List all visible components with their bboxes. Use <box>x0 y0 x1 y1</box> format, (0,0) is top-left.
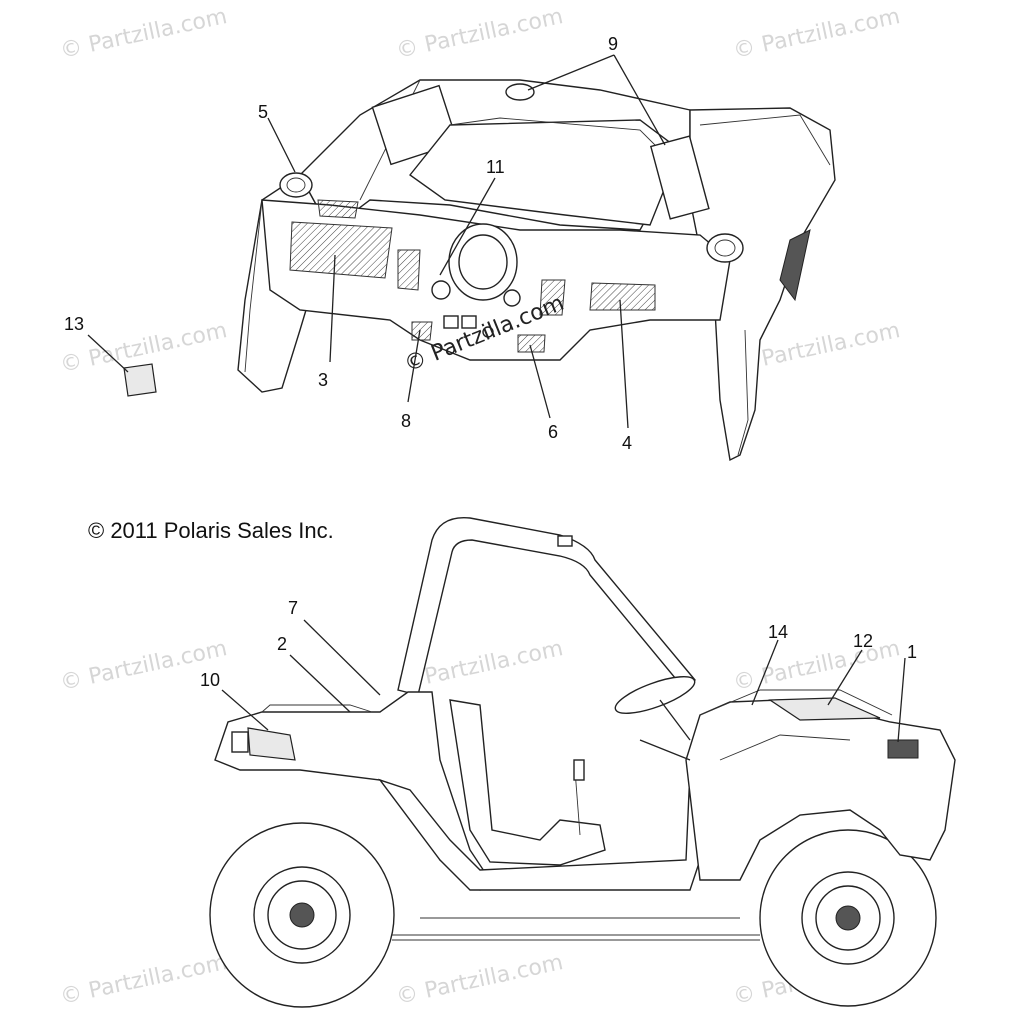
watermark: © Partzilla.com <box>394 4 565 64</box>
callout-6: 6 <box>548 422 558 442</box>
callout-13: 13 <box>64 314 84 334</box>
seat <box>449 699 606 866</box>
decal-13 <box>123 363 157 397</box>
decal-10 <box>247 727 296 761</box>
headlight <box>887 739 919 759</box>
aux-gauge-right <box>503 289 521 307</box>
decal-12 <box>768 697 881 721</box>
hood-recess <box>408 119 681 226</box>
callout-9: 9 <box>608 34 618 54</box>
vehicle-side-view <box>209 516 956 1008</box>
cage-decal <box>557 535 573 547</box>
decal-3-upper <box>317 199 359 219</box>
decal-right-switch <box>539 279 566 316</box>
callout-12: 12 <box>853 631 873 651</box>
callout-3: 3 <box>318 370 328 390</box>
right-fender-decal <box>649 135 710 220</box>
decal-6 <box>517 334 546 353</box>
rear-hub <box>289 902 315 928</box>
fuel-cap <box>505 83 535 101</box>
decal-left-switch <box>397 249 421 291</box>
body-panel-drawing <box>237 79 836 462</box>
callout-5: 5 <box>258 102 268 122</box>
front-hub <box>835 905 861 931</box>
watermark: © Partzilla.com <box>731 4 902 64</box>
callout-labels: 1 2 3 4 5 6 7 8 9 10 11 12 13 14 <box>64 34 917 690</box>
callout-7: 7 <box>288 598 298 618</box>
watermark: © Partzilla.com <box>58 950 229 1010</box>
callout-2: 2 <box>277 634 287 654</box>
callout-10: 10 <box>200 670 220 690</box>
right-speaker-pod <box>706 233 744 263</box>
decal-4 <box>589 282 656 311</box>
callout-14: 14 <box>768 622 788 642</box>
fender-vent <box>779 229 811 302</box>
switch-2 <box>461 315 477 329</box>
decal-3 <box>289 221 393 279</box>
copyright-notice: © 2011 Polaris Sales Inc. <box>88 518 334 543</box>
left-speaker-pod <box>279 172 313 198</box>
leader-lines-top <box>87 54 666 429</box>
callout-11: 11 <box>486 157 505 177</box>
callout-4: 4 <box>622 433 632 453</box>
callout-1: 1 <box>907 642 917 662</box>
tail-light <box>231 731 249 753</box>
watermark: © Partzilla.com <box>58 4 229 64</box>
watermark: © Partzilla.com <box>731 636 902 696</box>
decal-8 <box>411 321 433 341</box>
switch-1 <box>443 315 459 329</box>
steering-wheel <box>614 676 696 714</box>
leader-lines-bottom <box>221 619 906 743</box>
ignition <box>482 326 494 338</box>
aux-gauge-left <box>431 280 451 300</box>
callout-8: 8 <box>401 411 411 431</box>
shifter <box>573 759 585 781</box>
speedometer-face <box>458 234 508 290</box>
watermark: © Partzilla.com <box>394 950 565 1010</box>
